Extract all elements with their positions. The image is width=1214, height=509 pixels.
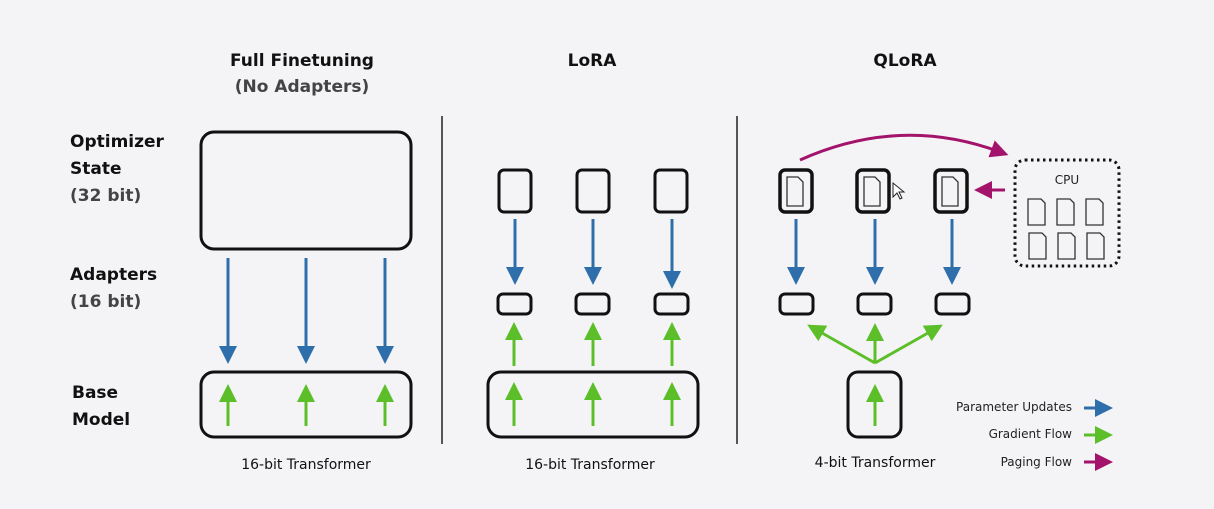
optimizer-state-box	[199, 130, 413, 251]
lora-optimizer-boxes	[497, 168, 689, 214]
base-model-box	[846, 370, 903, 439]
row-label-line: Base	[72, 383, 119, 403]
optimizer-state-box	[497, 168, 533, 214]
lora-adapter-boxes	[496, 292, 690, 316]
adapter-box	[778, 292, 815, 316]
cpu-box	[1013, 158, 1121, 268]
column-title-lora: LoRA	[567, 51, 617, 71]
paged-optimizer-box	[933, 168, 969, 214]
row-label-adapters: Adapters (16 bit)	[70, 262, 157, 316]
caption-qlora: 4-bit Transformer	[814, 455, 936, 471]
row-label-base-model: Base Model	[72, 380, 130, 434]
page-icon	[863, 176, 881, 207]
caption-lora: 16-bit Transformer	[525, 457, 655, 473]
legend-gradient-flow: Gradient Flow	[988, 427, 1072, 441]
qlora-adapter-boxes	[778, 292, 971, 316]
page-icon	[1028, 232, 1047, 260]
page-icon	[786, 176, 804, 207]
column-subtitle: (No Adapters)	[234, 77, 370, 97]
row-label-line: Adapters	[70, 265, 158, 285]
row-label-line: (32 bit)	[70, 186, 142, 206]
paged-optimizer-box	[778, 168, 814, 214]
qlora-parameter-update-arrows	[787, 219, 961, 285]
adapter-box	[574, 292, 611, 316]
adapter-box	[653, 292, 690, 316]
qlora-optimizer-boxes	[778, 168, 969, 214]
row-label-line: Model	[72, 410, 131, 430]
adapter-box	[496, 292, 533, 316]
cpu-label: CPU	[1054, 173, 1080, 187]
page-icon	[1057, 232, 1076, 260]
page-icon	[1085, 198, 1104, 226]
legend-parameter-updates: Parameter Updates	[956, 400, 1072, 414]
adapter-box	[856, 292, 893, 316]
paging-flow-arrow-to-cpu	[799, 133, 1009, 162]
optimizer-state-box	[575, 168, 611, 214]
legend-paging-flow: Paging Flow	[1000, 455, 1072, 469]
caption-full-finetuning: 16-bit Transformer	[241, 457, 371, 473]
ff-gradient-arrows	[219, 384, 394, 426]
page-icon	[1027, 198, 1046, 226]
page-icon	[1086, 232, 1105, 260]
column-title: Full Finetuning	[230, 51, 374, 71]
gradient-flow-arrow	[874, 324, 943, 365]
row-label-line: Optimizer	[70, 132, 164, 152]
lora-gradient-arrows	[505, 322, 681, 426]
lora-parameter-update-arrows	[506, 219, 681, 289]
qlora-gradient-arrows	[807, 323, 943, 426]
column-title-qlora: QLoRA	[873, 51, 937, 71]
column-title-full-finetuning: Full Finetuning (No Adapters)	[182, 48, 422, 100]
gradient-flow-arrow	[807, 324, 876, 365]
optimizer-state-box	[653, 168, 689, 214]
page-icon	[1056, 198, 1075, 226]
row-label-line: State	[70, 159, 122, 179]
mouse-cursor-icon	[892, 181, 906, 200]
paged-optimizer-box	[855, 168, 891, 214]
page-icon	[941, 176, 959, 207]
base-model-box	[486, 370, 700, 439]
row-label-optimizer-state: Optimizer State (32 bit)	[70, 129, 164, 210]
adapter-box	[934, 292, 971, 316]
base-model-box	[199, 370, 413, 439]
ff-parameter-update-arrows	[219, 258, 394, 364]
row-label-line: (16 bit)	[70, 292, 142, 312]
cpu-pages	[1027, 198, 1105, 260]
